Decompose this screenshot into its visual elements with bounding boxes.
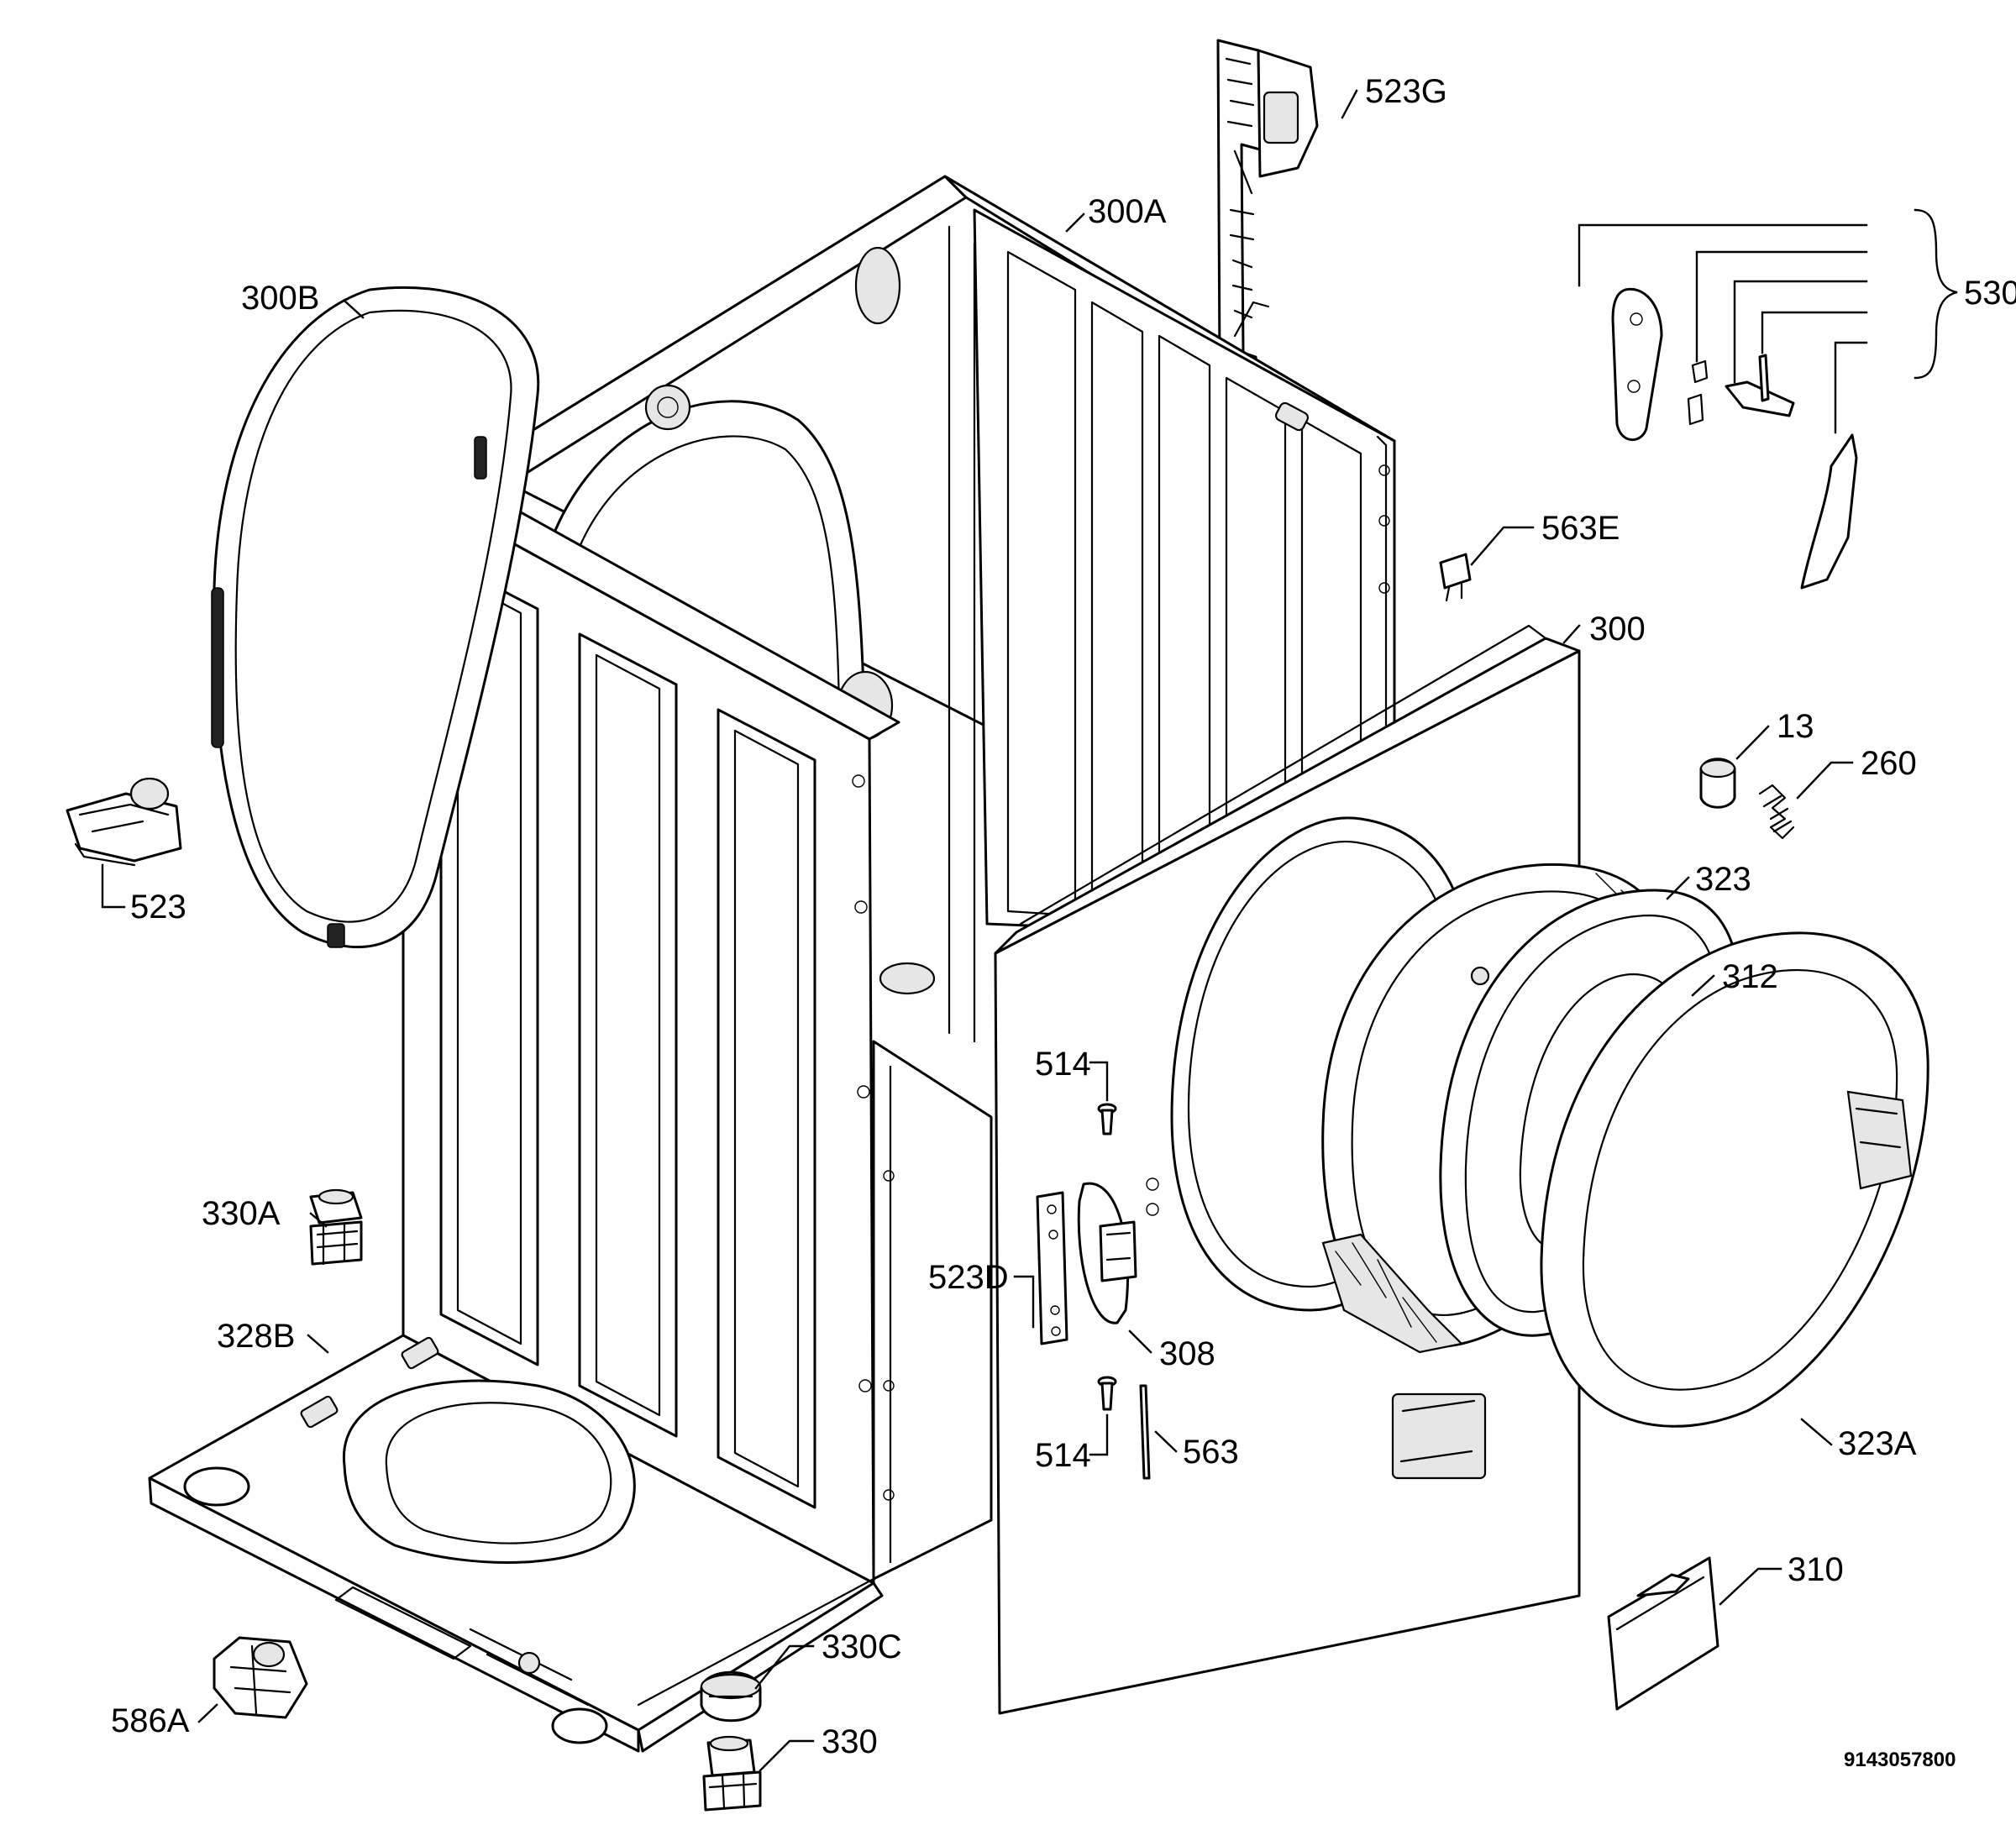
part-330C-foot [700,1670,762,1723]
part-586A-pump-bracket [213,1636,308,1719]
label-514-upper: 514 [1035,1046,1091,1083]
cabinet-left-side-panel [402,469,900,1585]
part-323A-outer-door-ring [1540,931,1929,1428]
label-514-lower: 514 [1035,1437,1091,1474]
label-523D: 523D [928,1259,1009,1296]
label-328B: 328B [217,1318,295,1355]
part-523G-rear-bracket [1216,39,1319,380]
part-328B-base-plate [148,1334,884,1753]
label-312: 312 [1722,958,1778,995]
part-260-spring [1758,784,1795,840]
part-330A-adjustable-foot [309,1188,363,1266]
label-330C: 330C [822,1628,902,1665]
label-586A: 586A [111,1702,190,1739]
part-310-service-cover [1607,1556,1719,1711]
reference-number: 9143057800 [1844,1749,1956,1771]
part-514-screw-upper [1097,1103,1117,1135]
part-300A-cabinet [473,175,1396,1581]
label-260: 260 [1861,745,1917,782]
label-323A: 323A [1838,1425,1917,1462]
label-330: 330 [822,1723,878,1760]
label-523: 523 [130,889,186,926]
part-labels: 523G 300A 300B 530 563E 300 13 260 323 3… [111,73,2016,1771]
label-300: 300 [1589,611,1646,648]
leader-lines [101,89,1958,1772]
part-523D-hinge-plate [1036,1191,1068,1345]
part-13-bushing [1699,758,1736,809]
part-563E-clip [1439,553,1472,602]
label-330A: 330A [202,1195,281,1232]
label-308: 308 [1159,1335,1215,1372]
part-300-front-panel [994,624,1581,1715]
part-300B-rear-seal-ring [211,286,540,949]
label-323: 323 [1695,861,1751,898]
label-530: 530 [1964,275,2016,312]
part-514-screw-lower [1097,1376,1117,1411]
part-330-foot [702,1735,762,1812]
label-300B: 300B [241,280,319,317]
part-563-hinge-pin [1139,1384,1151,1480]
label-13: 13 [1777,708,1814,745]
part-308-door-hinge [1077,1182,1137,1324]
label-563E: 563E [1541,510,1620,547]
part-523-latch-bracket [66,777,182,867]
label-310: 310 [1788,1551,1844,1588]
part-530-door-handle-assembly [1611,287,1858,590]
label-300A: 300A [1088,193,1167,230]
label-523G: 523G [1365,73,1447,110]
label-563: 563 [1183,1434,1239,1471]
